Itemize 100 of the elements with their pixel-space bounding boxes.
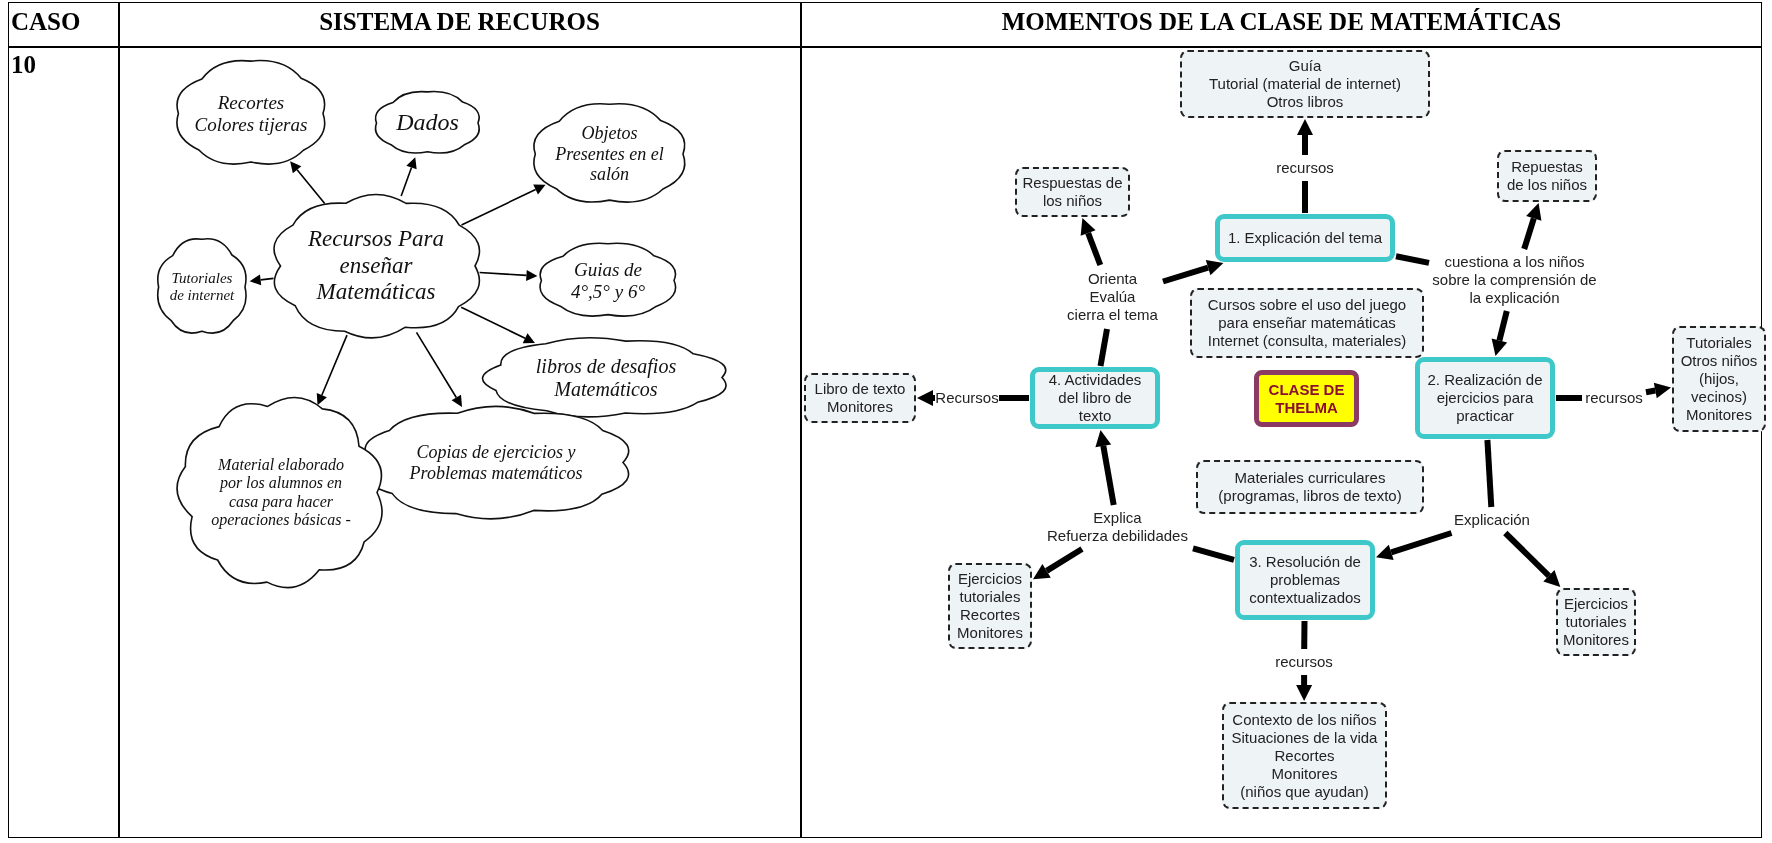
- box-text: (niños que ayudan): [1240, 782, 1369, 801]
- arrow: [478, 269, 538, 281]
- handwritten-text: Objetos Presentes en el salón: [554, 122, 665, 186]
- resource-box: [1015, 167, 1130, 217]
- resource-box: [948, 563, 1032, 649]
- box-text: (programas, libros de texto): [1218, 487, 1402, 505]
- arrow: [1375, 530, 1453, 560]
- link-label: Recursos: [935, 389, 999, 407]
- link-label: cierra el tema: [1067, 306, 1158, 324]
- link-label: Explicación: [1454, 511, 1530, 529]
- box-text: (hijos, vecinos): [1690, 370, 1748, 406]
- box-text: tutoriales: [1565, 613, 1627, 631]
- arrow: [1297, 119, 1313, 155]
- arrow: [1080, 218, 1104, 267]
- box-text: Cursos sobre el uso del juego para enseñar matemáticas: [1206, 296, 1408, 332]
- box-text: Tutorial (material de internet): [1209, 75, 1401, 93]
- box-text: 2. Realización de ejercicios para practicar: [1426, 371, 1544, 425]
- box-text: Recortes: [960, 606, 1020, 624]
- case-number: 10: [11, 50, 36, 80]
- step-box: [1215, 214, 1395, 262]
- handwritten-text: Recursos Para enseñar Matemáticas: [306, 226, 446, 306]
- arrow: [1503, 530, 1561, 587]
- arrow: [316, 334, 348, 406]
- arrow: [400, 157, 417, 197]
- box-text: Otros libros: [1266, 93, 1344, 111]
- box-text: Ejercicios: [957, 570, 1023, 588]
- step-box: [1030, 367, 1160, 429]
- handwritten-text: Material elaborado por los alumnos en casa para hacer operaciones básicas -: [210, 455, 352, 530]
- box-text: tutoriales: [959, 588, 1021, 606]
- column-header: CASO: [11, 7, 81, 37]
- resource-box: [1196, 460, 1424, 514]
- handwritten-text: Copias de ejercicios y Problemas matemáticos: [408, 441, 584, 484]
- box-text: Guía: [1288, 57, 1322, 75]
- step-box: [1235, 540, 1375, 620]
- link-label: Refuerza debilidades: [1047, 527, 1188, 545]
- box-text: Internet (consulta, materiales): [1207, 332, 1407, 350]
- box-text: Ejercicios: [1563, 595, 1629, 613]
- arrow: [917, 390, 935, 406]
- connector-line: [1192, 545, 1235, 563]
- box-text: Monitores: [1686, 406, 1752, 424]
- link-label: Evalúa: [1089, 288, 1136, 306]
- box-text: Contexto de los niños: [1232, 710, 1377, 729]
- resource-box: [1180, 50, 1430, 118]
- resource-box: [1222, 702, 1387, 809]
- box-text: Libro de texto: [814, 380, 906, 398]
- arrow: [1033, 546, 1084, 580]
- handwritten-text: Dados: [396, 109, 459, 137]
- arrow: [249, 274, 275, 286]
- box-text: Monitores: [957, 624, 1023, 642]
- link-label: cuestiona a los niños sobre la comprensión de la explicación: [1432, 253, 1597, 307]
- handwritten-text: Guias de 4°,5° y 6°: [570, 258, 646, 303]
- resource-box: [1190, 288, 1424, 358]
- arrow: [1521, 203, 1542, 250]
- box-text: Situaciones de la vida: [1231, 728, 1378, 747]
- cloud-bubble: [176, 395, 386, 590]
- link-label: recursos: [1276, 159, 1334, 177]
- link-label: recursos: [1275, 653, 1333, 671]
- arrow: [290, 161, 326, 205]
- link-label: recursos: [1585, 389, 1643, 407]
- connector-line: [1097, 328, 1110, 367]
- arrow: [1296, 675, 1313, 701]
- column-header: SISTEMA DE RECUROS: [318, 7, 601, 37]
- box-text: CLASE DE THELMA: [1267, 380, 1346, 417]
- connector-line: [999, 395, 1029, 401]
- box-text: Monitores: [1563, 631, 1629, 649]
- link-label: Explica: [1093, 509, 1142, 527]
- connector-line: [1301, 620, 1308, 650]
- connector-line: [1302, 181, 1308, 213]
- connector-line: [1395, 253, 1430, 266]
- arrow: [1645, 382, 1672, 399]
- handwritten-text: libros de desafios Matemáticos: [534, 354, 678, 401]
- handwritten-text: Recortes Colores tijeras: [194, 91, 308, 136]
- box-text: 4. Actividades del libro de texto: [1047, 371, 1143, 425]
- box-text: Monitores: [1271, 764, 1338, 783]
- resource-box: [804, 373, 916, 423]
- title-box: [1254, 370, 1359, 427]
- box-text: Tutoriales: [1686, 334, 1752, 352]
- connector-line: [1556, 395, 1582, 401]
- box-text: Recortes: [1274, 746, 1335, 765]
- resource-box: [1556, 588, 1636, 656]
- link-label: Orienta: [1087, 270, 1138, 288]
- arrow: [1095, 430, 1117, 506]
- box-text: Otros niños: [1680, 352, 1758, 370]
- box-text: Materiales curriculares: [1234, 469, 1386, 487]
- box-text: Monitores: [827, 398, 893, 416]
- arrow: [460, 306, 535, 344]
- box-text: Repuestas de los niños: [1505, 158, 1589, 194]
- step-box: [1415, 357, 1555, 439]
- handwritten-text: Tutoriales de internet: [168, 269, 236, 305]
- arrow: [1491, 310, 1510, 356]
- box-text: Respuestas de los niños: [1021, 174, 1124, 210]
- box-text: 1. Explicación del tema: [1227, 229, 1383, 247]
- connector-line: [1484, 439, 1495, 508]
- arrow: [1162, 260, 1224, 285]
- resource-box: [1672, 326, 1766, 432]
- column-header: MOMENTOS DE LA CLASE DE MATEMÁTICAS: [1000, 7, 1563, 37]
- arrow: [460, 184, 546, 226]
- arrow: [415, 331, 463, 407]
- box-text: 3. Resolución de problemas contextualizados: [1248, 553, 1362, 607]
- resource-box: [1497, 150, 1597, 202]
